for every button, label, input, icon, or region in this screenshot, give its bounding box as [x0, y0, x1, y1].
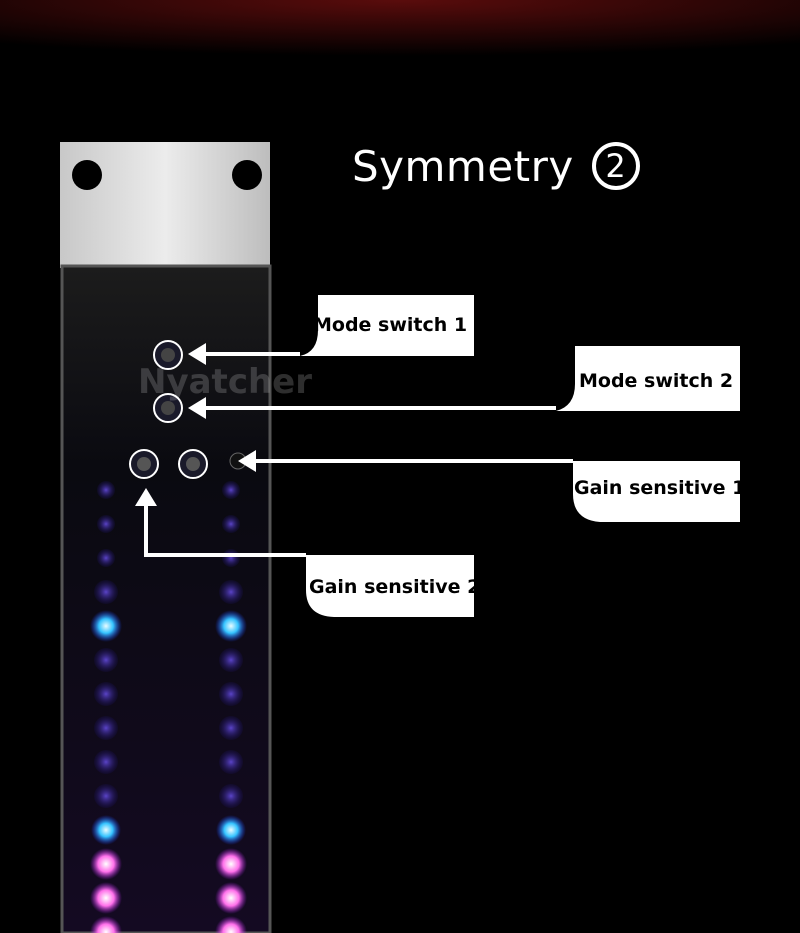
led [94, 784, 118, 808]
led [216, 815, 246, 845]
callout-mode-switch-1 [188, 295, 474, 365]
led [219, 750, 243, 774]
led [94, 648, 118, 672]
led [215, 916, 247, 933]
led [90, 610, 122, 642]
led [215, 848, 247, 880]
led [215, 882, 247, 914]
callout-label-mode-switch-1: Mode switch 1 [313, 314, 468, 336]
led [90, 882, 122, 914]
led [219, 784, 243, 808]
mounting-hole-left [72, 160, 102, 190]
led [94, 750, 118, 774]
mounting-bracket [60, 142, 270, 268]
led [222, 549, 240, 567]
knob-mode-switch-2 [153, 393, 183, 423]
watermark: Nyatcher [138, 362, 313, 402]
led [97, 549, 115, 567]
led [90, 848, 122, 880]
led [219, 580, 243, 604]
knob-gain-sensitive-2 [129, 449, 159, 479]
led [94, 682, 118, 706]
callout-gain-sensitive-2 [135, 488, 474, 617]
led [94, 716, 118, 740]
led [91, 815, 121, 845]
page-title: Symmetry 2 [352, 136, 640, 196]
led [219, 648, 243, 672]
callout-mode-switch-2 [188, 346, 740, 419]
led [215, 610, 247, 642]
led [219, 682, 243, 706]
knob-gain-sensitive-1 [178, 449, 208, 479]
led [222, 515, 240, 533]
led [94, 580, 118, 604]
title-text: Symmetry [352, 141, 574, 191]
led [90, 916, 122, 933]
callout-gain-sensitive-1 [238, 450, 740, 522]
led [97, 481, 115, 499]
knob-mode-switch-1 [153, 340, 183, 370]
callout-label-mode-switch-2: Mode switch 2 [579, 370, 734, 392]
led-column-left [90, 481, 122, 933]
background-glow [0, 0, 800, 70]
callout-label-gain-sensitive-2: Gain sensitive 2 [309, 576, 481, 598]
title-number-badge: 2 [591, 142, 640, 190]
led [219, 716, 243, 740]
callout-label-gain-sensitive-1: Gain sensitive 1 [574, 477, 746, 499]
led [97, 515, 115, 533]
mounting-hole-right [232, 160, 262, 190]
led [222, 481, 240, 499]
